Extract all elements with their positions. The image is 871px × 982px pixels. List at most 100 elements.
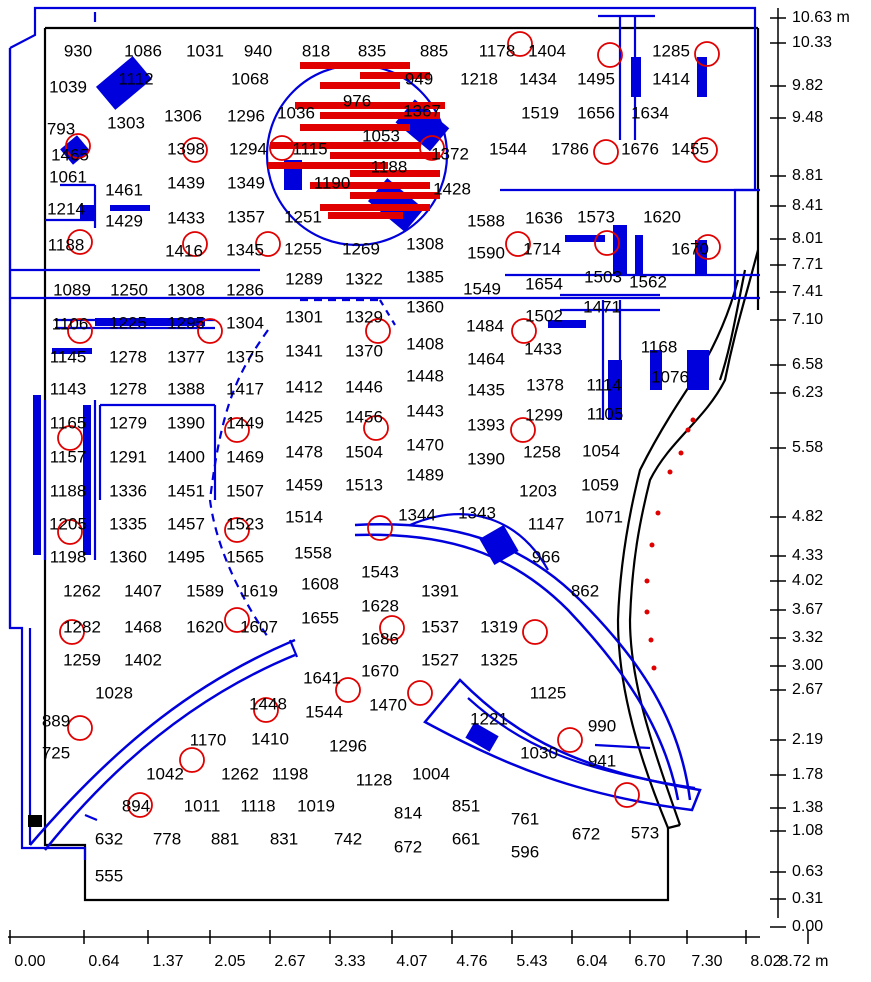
illuminance-value: 990 [588,716,616,735]
illuminance-value: 1168 [641,337,678,356]
scale-tick-label: 6.04 [576,953,607,970]
illuminance-value: 1250 [110,280,148,299]
illuminance-value: 1357 [227,207,265,226]
scale-tick-label: 2.67 [792,681,823,698]
illuminance-value: 1451 [167,481,205,500]
illuminance-value: 1414 [652,69,690,88]
illuminance-value: 1304 [226,313,264,332]
illuminance-value: 1390 [167,413,205,432]
illuminance-value: 1656 [577,103,615,122]
illuminance-value: 1465 [51,145,89,164]
illuminance-value: 889 [42,711,70,730]
illuminance-value: 1544 [305,702,343,721]
illuminance-value: 1076 [651,367,689,386]
right-scale-ticks: 10.63 m10.339.829.488.818.418.017.717.41… [770,9,850,935]
illuminance-value: 1262 [63,581,101,600]
illuminance-value: 1291 [109,447,147,466]
illuminance-value: 1128 [356,770,393,789]
illuminance-value: 1218 [460,69,498,88]
illuminance-value: 862 [571,581,599,600]
illuminance-value: 1147 [528,514,565,533]
illuminance-value: 1258 [523,442,561,461]
illuminance-value: 1495 [167,547,205,566]
scale-tick-label: 7.71 [792,256,823,273]
illuminance-value: 1188 [371,157,408,176]
scale-tick-label: 8.02 [750,953,781,970]
illuminance-value: 1115 [292,139,327,158]
scale-tick-label: 10.63 m [792,9,850,26]
illuminance-value: 1607 [240,617,278,636]
illuminance-value: 1393 [467,415,505,434]
illuminance-value: 1507 [226,481,264,500]
illuminance-value: 793 [47,119,75,138]
illuminance-value: 1279 [109,413,147,432]
scale-tick-label: 7.41 [792,283,823,300]
illuminance-value: 1558 [294,543,332,562]
illuminance-value: 1367 [403,101,441,120]
illuminance-value: 1203 [519,481,557,500]
blue-walls [8,6,760,860]
illuminance-value: 1412 [285,377,323,396]
illuminance-value: 1188 [48,235,85,254]
illuminance-value: 940 [244,41,272,60]
illuminance-value: 1390 [467,449,505,468]
illuminance-value: 818 [302,41,330,60]
illuminance-value: 1457 [167,514,205,533]
illuminance-value: 1620 [643,207,681,226]
illuminance-value: 1385 [406,267,444,286]
illuminance-value: 1471 [583,297,621,316]
illuminance-value: 1306 [164,106,202,125]
scale-tick-label: 8.41 [792,197,823,214]
illuminance-value: 1504 [345,442,383,461]
illuminance-value: 1377 [167,347,205,366]
illuminance-value: 1190 [314,173,351,192]
illuminance-value: 1628 [361,596,399,615]
illuminance-value: 1573 [577,207,615,226]
illuminance-value: 1375 [226,347,264,366]
illuminance-value: 1205 [49,514,87,533]
illuminance-value: 1786 [551,139,589,158]
illuminance-value: 1478 [285,442,323,461]
scale-tick-label: 3.32 [792,629,823,646]
illuminance-value: 1145 [50,347,87,366]
illuminance-value: 1408 [406,334,444,353]
scale-tick-label: 2.05 [214,953,245,970]
illuminance-value: 1429 [105,211,143,230]
illuminance-value: 742 [334,829,362,848]
illuminance-value: 1345 [226,240,264,259]
illuminance-value: 1278 [109,379,147,398]
scale-tick-label: 1.78 [792,766,823,783]
illuminance-value: 1299 [525,405,563,424]
illuminance-value: 1360 [406,297,444,316]
illuminance-value: 1670 [671,239,709,258]
illuminance-value: 1519 [521,103,559,122]
red-dots [644,417,696,671]
illuminance-value: 1670 [361,661,399,680]
illuminance-value: 1178 [479,41,516,60]
scale-tick-label: 10.33 [792,34,832,51]
illuminance-value: 1112 [118,69,153,88]
illuminance-value: 1296 [329,736,367,755]
illuminance-value: 1031 [186,41,224,60]
illuminance-value: 1468 [124,617,162,636]
scale-tick-label: 8.81 [792,167,823,184]
illuminance-value: 1636 [525,208,563,227]
illuminance-value: 949 [405,69,433,88]
scale-tick-label: 6.58 [792,356,823,373]
illuminance-value: 1461 [105,180,143,199]
illuminance-value: 1434 [519,69,557,88]
illuminance-value: 1030 [520,743,558,762]
illuminance-value: 725 [42,743,70,762]
illuminance-value: 1071 [585,507,623,526]
illuminance-value: 1495 [577,69,615,88]
illuminance-value: 1059 [581,475,619,494]
illuminance-value: 1054 [582,441,620,460]
illuminance-value: 1165 [50,413,87,432]
illuminance-value: 1335 [109,514,147,533]
illuminance-value: 573 [631,823,659,842]
illuminance-value: 1118 [240,796,275,815]
illuminance-value: 1455 [671,139,709,158]
